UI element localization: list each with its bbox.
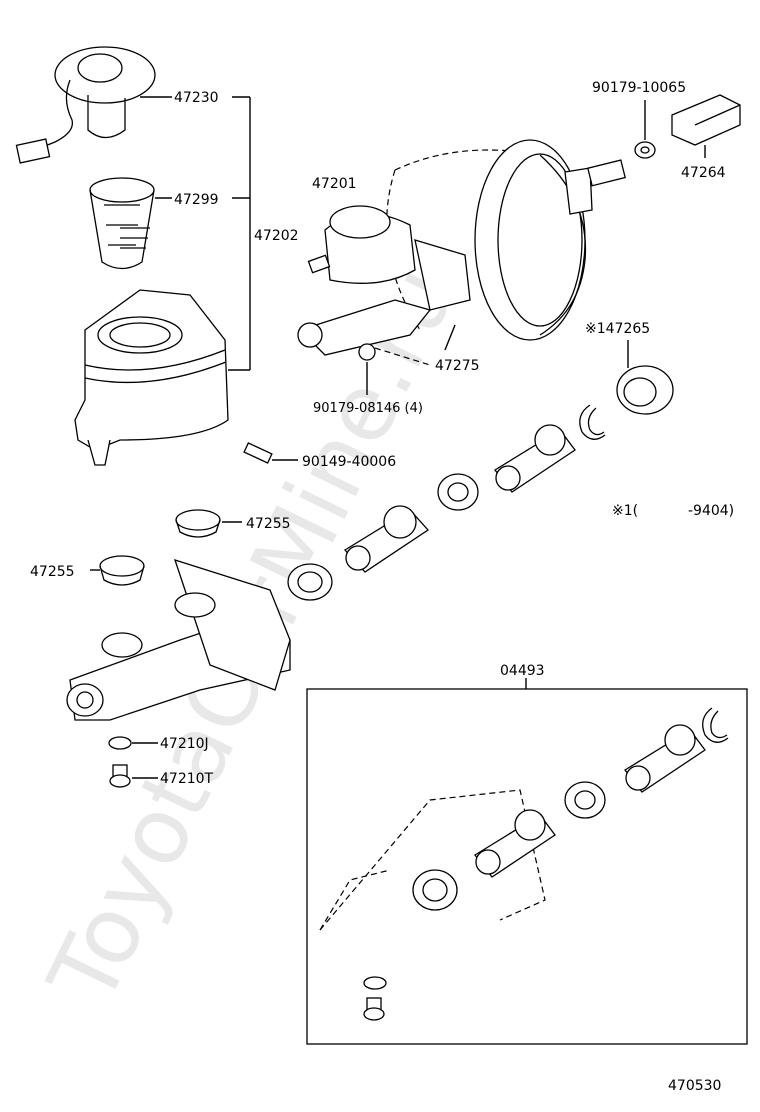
- reservoir-cap: [15, 46, 156, 164]
- label-147265: ※147265: [585, 321, 650, 337]
- figure-number: 470530: [668, 1078, 721, 1094]
- spring-1: [287, 563, 333, 601]
- label-47201: 47201: [312, 176, 357, 192]
- booster-seal: [616, 340, 674, 415]
- kit-box-04493: [306, 678, 748, 1045]
- label-47210j: 47210J: [160, 736, 209, 752]
- bleeder-plug-47210t: [109, 764, 158, 788]
- label-note-mark: ※1(: [612, 503, 638, 519]
- leader-lines-reservoir: [140, 96, 251, 371]
- spring-2: [437, 473, 479, 511]
- label-90179-08146: 90179-08146 (4): [313, 401, 423, 416]
- brake-booster: [386, 139, 626, 341]
- label-47299: 47299: [174, 192, 219, 208]
- label-47255-lower: 47255: [30, 564, 75, 580]
- kit-snap-ring: [702, 707, 729, 743]
- piston-assembly-upper: [287, 404, 606, 601]
- label-note-range: -9404): [688, 503, 734, 519]
- kit-spring-1: [412, 869, 458, 911]
- booster-master-cylinder: [297, 205, 471, 356]
- label-47264: 47264: [681, 165, 726, 181]
- kit-piston-2: [624, 724, 706, 793]
- union-bolt: [243, 442, 298, 464]
- kit-piston-1: [474, 809, 556, 878]
- piston-2: [494, 424, 576, 493]
- label-47230: 47230: [174, 90, 219, 106]
- snap-ring: [579, 404, 606, 440]
- kit-bleeder-plug: [363, 997, 385, 1021]
- nut-booster-rod: [634, 100, 656, 159]
- booster-mount-nut: [358, 343, 431, 395]
- grommet-lower: [90, 555, 145, 586]
- piston-1: [343, 505, 429, 573]
- label-47202: 47202: [254, 228, 299, 244]
- reservoir-strainer: [89, 177, 155, 270]
- label-47210t: 47210T: [160, 771, 214, 787]
- clevis: [671, 94, 741, 158]
- kit-spring-2: [564, 781, 606, 819]
- kit-gasket: [363, 976, 387, 990]
- label-47255-upper: 47255: [246, 516, 291, 532]
- reservoir-tank: [74, 289, 229, 466]
- master-cylinder-body: [66, 558, 291, 721]
- leader-47275: [444, 324, 456, 351]
- grommet-upper: [175, 509, 242, 538]
- gasket-47210j: [108, 736, 158, 750]
- label-90149-40006: 90149-40006: [302, 454, 396, 470]
- label-90179-10065: 90179-10065: [592, 80, 686, 96]
- label-47275: 47275: [435, 358, 480, 374]
- label-04493: 04493: [500, 663, 545, 679]
